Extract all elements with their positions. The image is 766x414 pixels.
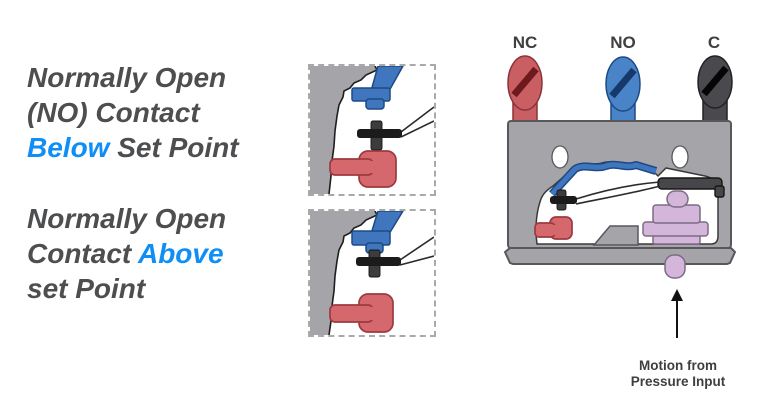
mounting-hole-left (551, 145, 569, 169)
common-contact (356, 249, 401, 278)
spring-wires (400, 106, 434, 138)
terminal-c: C (697, 33, 733, 124)
caption-line-1: Normally Open (27, 201, 277, 236)
caption-text: Set Point (109, 132, 239, 163)
no-contact-arm (351, 211, 404, 254)
terminal-nc: NC (507, 33, 543, 124)
cavity-step (592, 225, 639, 246)
switch-cutaway-svg: NC NO C (503, 33, 737, 338)
terminal-no-label: NO (610, 33, 636, 52)
actuator-bar (657, 177, 725, 198)
common-contact (357, 120, 402, 151)
caption-highlight-above: Above (137, 238, 224, 269)
pressure-plunger (642, 190, 709, 245)
screw-slot (609, 67, 637, 99)
mounting-hole-right (671, 145, 689, 169)
nc-contact (534, 216, 573, 240)
motion-arrow-label: Motion from Pressure Input (597, 358, 759, 390)
caption-text: (NO) Contact (27, 97, 200, 128)
no-contact-arm (351, 66, 404, 110)
screw-slot (511, 66, 539, 98)
switch-cutaway-diagram: NC NO C (480, 0, 766, 345)
spring-wires (399, 236, 434, 266)
nc-contact (329, 293, 394, 333)
switch-base-flange (503, 247, 737, 265)
spring-wires (575, 181, 661, 205)
caption-line-1: Normally Open (27, 60, 277, 95)
inset-above-svg (310, 211, 434, 335)
inset-below-svg (310, 66, 434, 194)
terminal-no: NO (605, 33, 641, 124)
plunger-stem (664, 254, 686, 279)
caption-text: Contact (27, 238, 138, 269)
caption-text: Normally Open (27, 203, 227, 234)
caption-text: Normally Open (27, 62, 227, 93)
caption-line-3: Below Set Point (27, 130, 277, 165)
inset-diagram-below-set-point (308, 64, 436, 196)
caption-no-contact-below-set-point: Normally Open (NO) Contact Below Set Poi… (27, 60, 277, 165)
caption-highlight-below: Below (27, 132, 110, 163)
no-contact-arm (549, 160, 658, 197)
terminal-nc-label: NC (513, 33, 538, 52)
caption-line-2: Contact Above (27, 236, 277, 271)
terminal-c-label: C (708, 33, 720, 52)
caption-line-3: set Point (27, 271, 277, 306)
caption-no-contact-above-set-point: Normally Open Contact Above set Point (27, 201, 277, 306)
common-contact (550, 189, 577, 211)
caption-text: set Point (27, 273, 146, 304)
housing-wall (310, 211, 379, 335)
motion-label-line-2: Pressure Input (630, 374, 726, 389)
screw-slot (701, 65, 729, 97)
housing-wall (310, 66, 379, 194)
motion-label-line-1: Motion from (639, 358, 717, 373)
inset-diagram-above-set-point (308, 209, 436, 337)
nc-contact (329, 150, 397, 188)
caption-line-2: (NO) Contact (27, 95, 277, 130)
motion-arrow (671, 289, 683, 338)
